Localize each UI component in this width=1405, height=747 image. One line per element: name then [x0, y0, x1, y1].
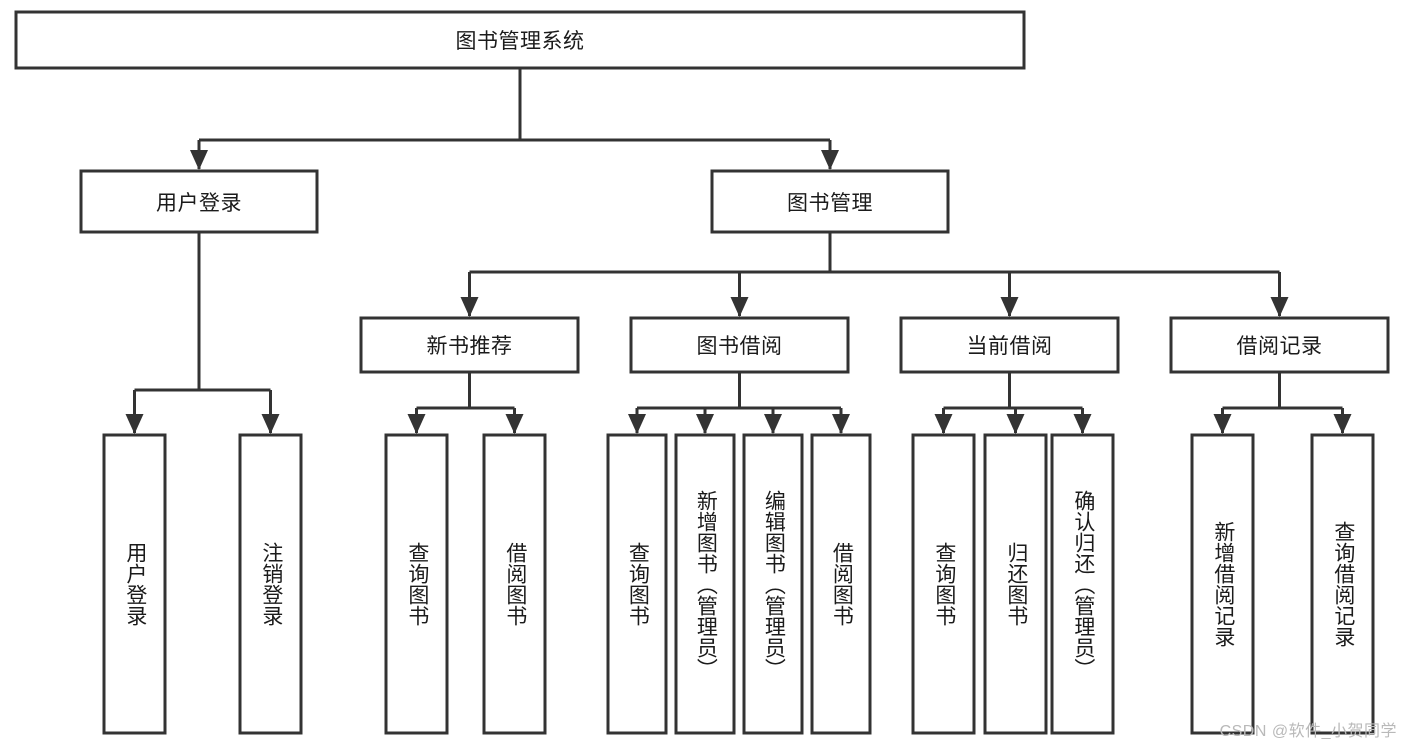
node-leaf-user-login[interactable]	[104, 435, 165, 733]
arrow-head-root-1	[821, 150, 839, 170]
arrow-head-new-book-rec-0	[407, 414, 426, 434]
node-box-book-borrow[interactable]	[629, 316, 850, 374]
node-box-user-login[interactable]	[79, 169, 319, 234]
node-box-leaf-logout[interactable]	[238, 433, 303, 735]
node-box-group	[14, 10, 1390, 735]
node-book-borrow[interactable]	[631, 318, 848, 372]
arrow-head-book-manage-0	[460, 297, 479, 317]
node-leaf-confirm-return[interactable]	[1052, 435, 1113, 733]
node-leaf-borrow-book-rec[interactable]	[484, 435, 545, 733]
node-leaf-query-book-rec[interactable]	[386, 435, 447, 733]
node-leaf-borrow-book-bor[interactable]	[812, 435, 870, 733]
arrow-head-book-borrow-1	[696, 414, 714, 434]
arrow-head-user-login-1	[261, 414, 280, 434]
node-box-leaf-borrow-book-rec[interactable]	[482, 433, 547, 735]
node-box-new-book-rec[interactable]	[359, 316, 580, 374]
node-new-book-rec[interactable]	[361, 318, 578, 372]
node-leaf-query-book-cur[interactable]	[913, 435, 974, 733]
node-leaf-edit-book[interactable]	[744, 435, 802, 733]
arrow-head-borrow-record-1	[1333, 414, 1352, 434]
node-root[interactable]	[16, 12, 1024, 68]
node-leaf-query-book-bor[interactable]	[608, 435, 666, 733]
arrow-head-new-book-rec-1	[505, 414, 524, 434]
node-box-leaf-query-record[interactable]	[1310, 433, 1375, 735]
arrow-head-current-borrow-2	[1073, 414, 1092, 434]
arrow-head-book-borrow-2	[764, 414, 782, 434]
node-leaf-return-book[interactable]	[985, 435, 1046, 733]
node-leaf-query-record[interactable]	[1312, 435, 1373, 733]
node-box-leaf-add-record[interactable]	[1190, 433, 1255, 735]
node-box-book-manage[interactable]	[710, 169, 950, 234]
node-borrow-record[interactable]	[1171, 318, 1388, 372]
arrow-head-current-borrow-0	[934, 414, 953, 434]
arrow-head-book-borrow-3	[832, 414, 850, 434]
node-box-leaf-query-book-cur[interactable]	[911, 433, 976, 735]
arrow-head-user-login-0	[125, 414, 144, 434]
node-box-leaf-edit-book[interactable]	[742, 433, 804, 735]
node-box-leaf-borrow-book-bor[interactable]	[810, 433, 872, 735]
arrow-head-book-borrow-0	[628, 414, 646, 434]
node-box-leaf-query-book-rec[interactable]	[384, 433, 449, 735]
arrow-head-book-manage-3	[1270, 297, 1289, 317]
watermark-text: CSDN @软件_小贺同学	[1219, 723, 1397, 740]
node-leaf-logout[interactable]	[240, 435, 301, 733]
arrow-head-borrow-record-0	[1213, 414, 1232, 434]
node-box-leaf-return-book[interactable]	[983, 433, 1048, 735]
node-box-current-borrow[interactable]	[899, 316, 1120, 374]
node-current-borrow[interactable]	[901, 318, 1118, 372]
node-user-login[interactable]	[81, 171, 317, 232]
arrow-head-root-0	[190, 150, 208, 170]
arrow-head-book-manage-1	[730, 297, 749, 317]
node-leaf-add-record[interactable]	[1192, 435, 1253, 733]
connector-group	[125, 68, 1352, 434]
node-book-manage[interactable]	[712, 171, 948, 232]
node-leaf-add-book[interactable]	[676, 435, 734, 733]
node-box-borrow-record[interactable]	[1169, 316, 1390, 374]
arrow-head-current-borrow-1	[1006, 414, 1025, 434]
node-box-leaf-user-login[interactable]	[102, 433, 167, 735]
arrow-head-book-manage-2	[1000, 297, 1019, 317]
node-box-leaf-add-book[interactable]	[674, 433, 736, 735]
node-box-leaf-query-book-bor[interactable]	[606, 433, 668, 735]
node-box-root[interactable]	[14, 10, 1026, 70]
node-box-leaf-confirm-return[interactable]	[1050, 433, 1115, 735]
